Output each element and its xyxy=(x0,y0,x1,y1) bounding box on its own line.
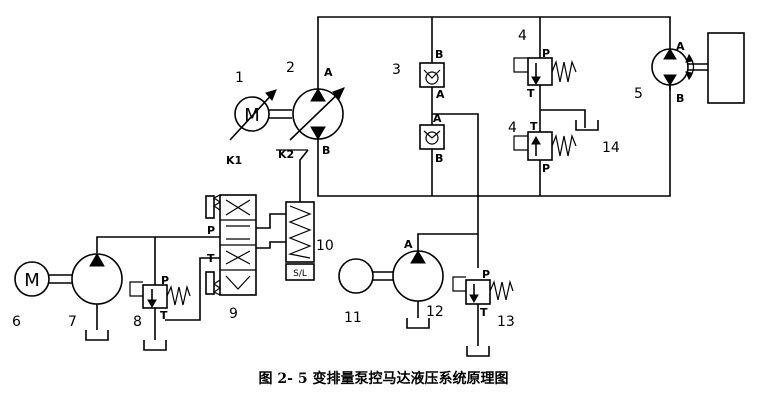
svg-text:T: T xyxy=(207,252,215,265)
label-7: 7 xyxy=(68,314,77,330)
relief-valve-lower xyxy=(513,131,577,161)
svg-text:P: P xyxy=(542,47,550,60)
label-5: 5 xyxy=(634,86,643,102)
label-6: 6 xyxy=(12,314,21,330)
charge-circuit-lines xyxy=(417,233,479,346)
svg-text:A: A xyxy=(404,238,413,251)
label-k2: K2 xyxy=(278,148,294,161)
label-9: 9 xyxy=(229,306,238,322)
svg-text:T: T xyxy=(160,309,168,322)
port-labels: A B B A A B P T T P A B P T P T A P T xyxy=(160,40,685,322)
svg-text:S/L: S/L xyxy=(293,269,307,279)
check-valve-lower xyxy=(419,124,445,150)
svg-text:M: M xyxy=(24,270,40,291)
svg-text:P: P xyxy=(161,274,169,287)
charge-pump xyxy=(392,250,444,329)
label-4a: 4 xyxy=(518,28,527,44)
svg-text:A: A xyxy=(433,112,442,125)
svg-text:T: T xyxy=(480,306,488,319)
label-8: 8 xyxy=(133,314,142,330)
svg-text:A: A xyxy=(676,40,685,53)
label-4b: 4 xyxy=(508,120,517,136)
svg-text:T: T xyxy=(530,120,538,133)
label-k1: K1 xyxy=(226,154,242,167)
variable-displacement-pump xyxy=(289,87,345,141)
label-2: 2 xyxy=(286,60,295,76)
svg-text:P: P xyxy=(207,224,215,237)
svg-text:B: B xyxy=(322,144,330,157)
servo-valve xyxy=(205,194,257,296)
label-14: 14 xyxy=(602,140,620,156)
svg-text:P: P xyxy=(542,162,550,175)
pilot-circuit-lines xyxy=(96,149,309,340)
svg-text:B: B xyxy=(435,152,443,165)
svg-text:T: T xyxy=(527,87,535,100)
label-11: 11 xyxy=(344,310,362,326)
svg-text:A: A xyxy=(324,66,333,79)
figure-caption: 图 2- 5 变排量泵控马达液压系统原理图 xyxy=(258,371,509,387)
control-actuator: S/L xyxy=(285,201,315,281)
svg-text:A: A xyxy=(436,88,445,101)
pilot-pump xyxy=(71,253,123,341)
control-labels: K1 K2 xyxy=(226,148,294,167)
check-valve-upper xyxy=(419,62,445,88)
tank-14 xyxy=(575,120,599,131)
label-3: 3 xyxy=(392,62,401,78)
label-1: 1 xyxy=(235,70,244,86)
label-13: 13 xyxy=(497,314,515,330)
svg-text:P: P xyxy=(482,268,490,281)
load-inertia xyxy=(707,32,745,104)
prime-mover-motor: M xyxy=(229,89,277,141)
svg-text:B: B xyxy=(676,92,684,105)
relief-valve-upper xyxy=(513,57,577,86)
pilot-motor: M xyxy=(14,261,72,297)
svg-text:B: B xyxy=(435,48,443,61)
label-12: 12 xyxy=(426,304,444,320)
charge-motor xyxy=(338,258,393,294)
label-10: 10 xyxy=(316,238,334,254)
pilot-relief-valve xyxy=(129,281,191,351)
component-numbers: 1 2 3 4 4 5 6 7 8 9 10 11 12 13 14 xyxy=(12,28,643,330)
charge-relief-valve xyxy=(452,276,514,357)
shaft-1-2 xyxy=(269,109,292,119)
hydraulic-motor xyxy=(651,48,695,86)
